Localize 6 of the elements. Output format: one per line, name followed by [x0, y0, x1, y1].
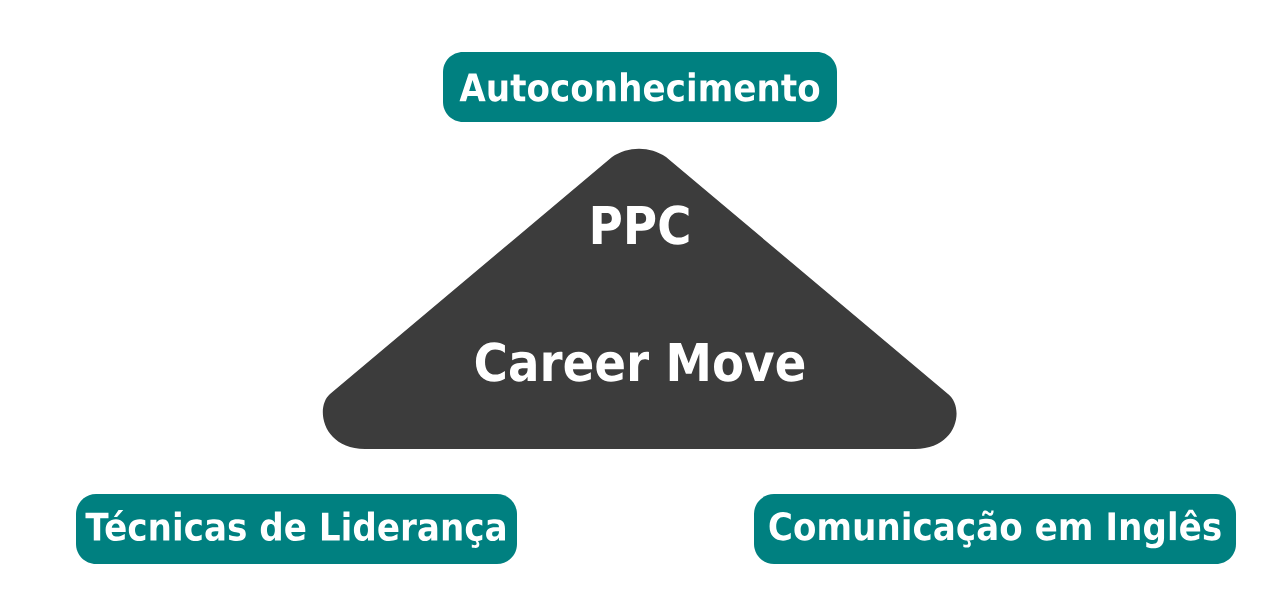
node-label: Career Move: [475, 342, 805, 382]
topic-box: Comunicação em Inglês: [754, 494, 1236, 564]
heading: PPC: [592, 205, 689, 245]
triangle-shape: [322, 148, 957, 449]
topic-box: Técnicas de Liderança: [76, 494, 517, 564]
topic-box: Autoconhecimento: [443, 52, 837, 122]
